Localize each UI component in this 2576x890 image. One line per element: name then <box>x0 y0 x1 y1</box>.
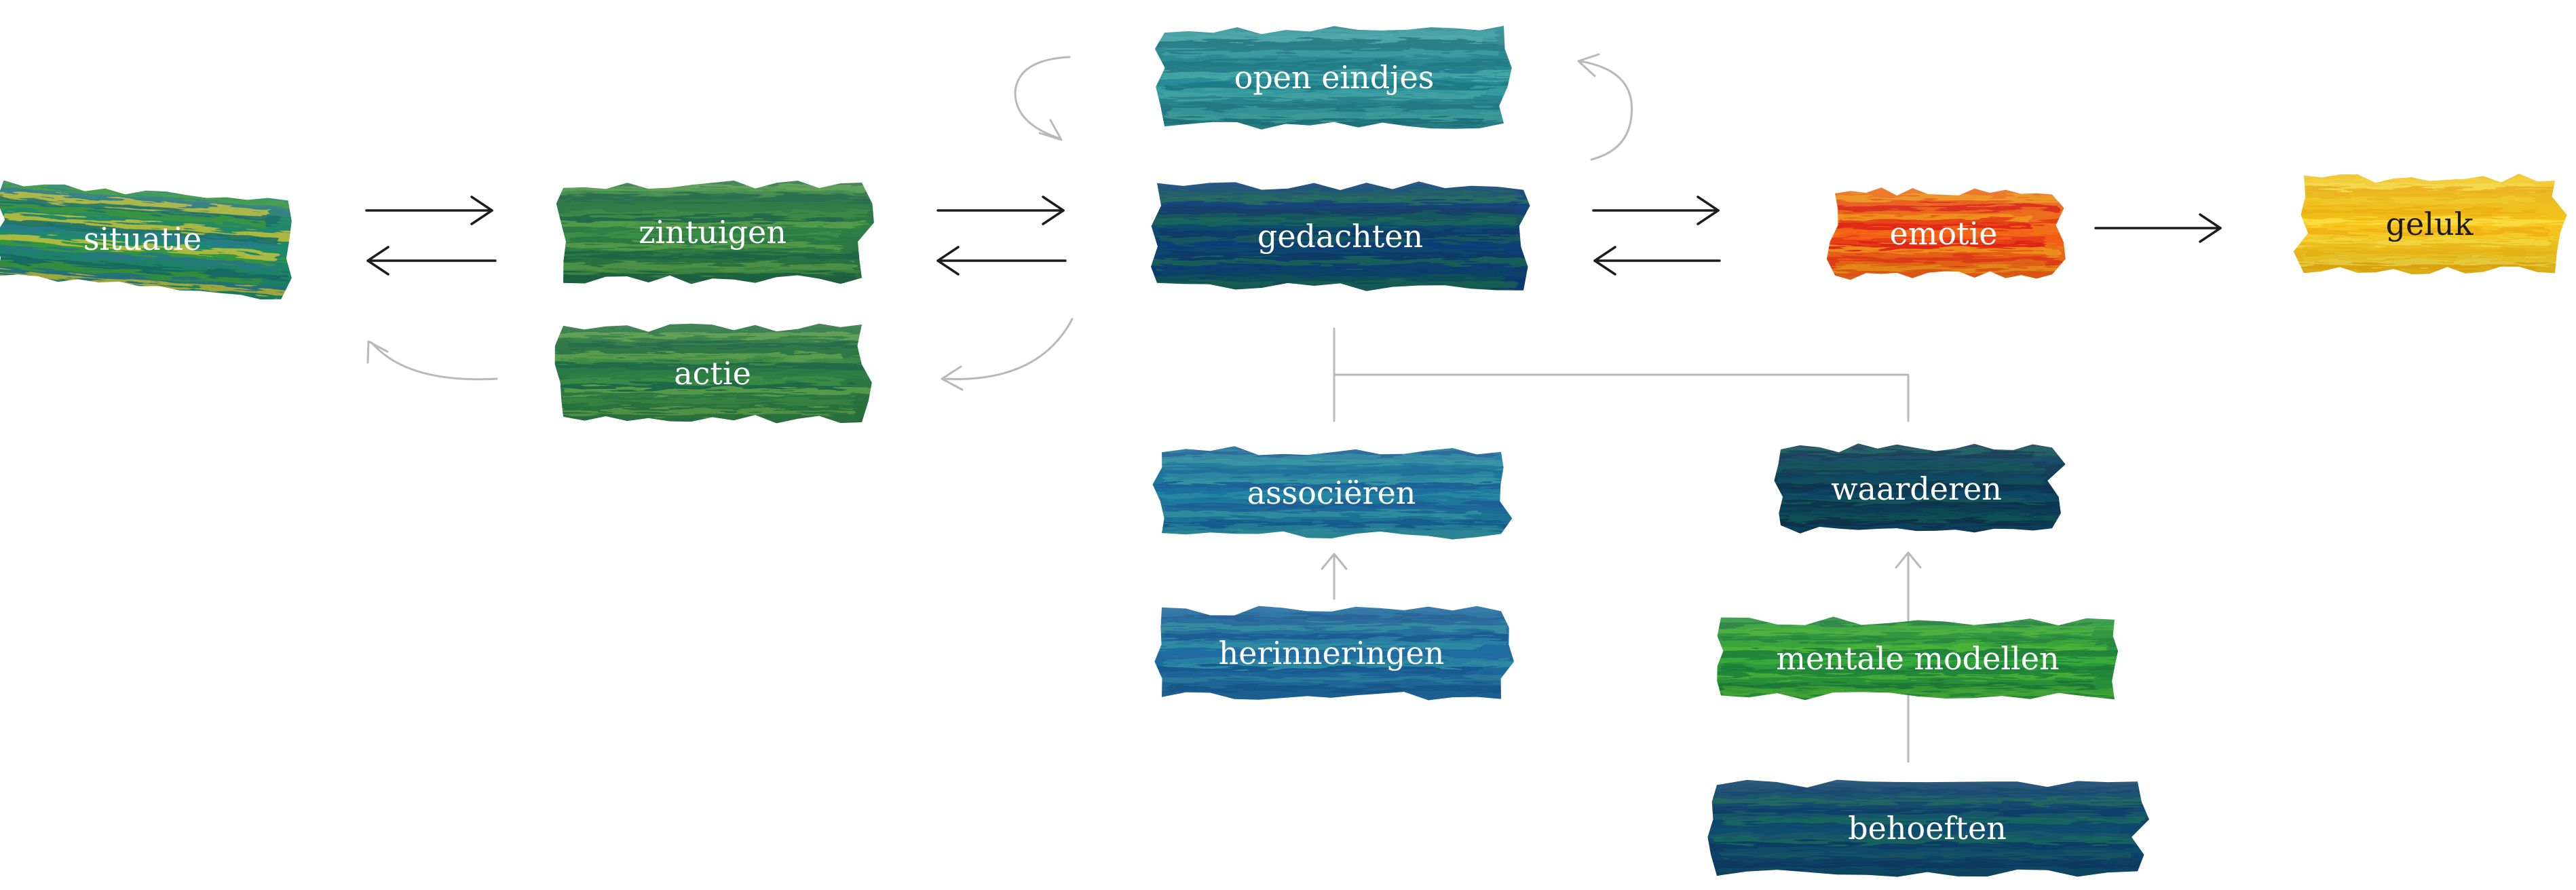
brush-stroke-herinneringen <box>1154 606 1515 701</box>
arrow-gedachten-to-actie <box>941 318 1074 391</box>
node-herinneringen: herinneringen <box>1154 606 1515 701</box>
node-associeren: associëren <box>1152 446 1513 540</box>
node-label-actie: actie <box>674 355 751 392</box>
node-label-situatie: situatie <box>83 221 202 257</box>
node-situatie: situatie <box>0 179 297 302</box>
arrow-gedachten-to-zintuigen <box>936 246 1067 276</box>
arrow-gedachten-to-emotie <box>1592 196 1720 225</box>
node-gedachten: gedachten <box>1151 181 1530 291</box>
connectors <box>365 53 2222 763</box>
node-open-eindjes: open eindjes <box>1154 26 1512 130</box>
arrow-open-eindjes-to-gedachten <box>1577 53 1633 161</box>
nodes: situatie zintuigen actie open eindjes gedach… <box>0 26 2567 877</box>
brush-stroke-associeren <box>1152 446 1513 540</box>
node-label-zintuigen: zintuigen <box>639 214 787 251</box>
brush-stroke-behoeften <box>1707 779 2150 877</box>
brush-stroke-zintuigen <box>556 180 874 284</box>
arrow-herinneringen-to-associeren <box>1321 553 1348 600</box>
node-actie: actie <box>554 323 872 424</box>
bracket-gedachten-branches <box>1333 327 1910 422</box>
node-label-associeren: associëren <box>1247 475 1416 511</box>
brush-stroke-emotie <box>1826 187 2066 280</box>
brush-stroke-mentale-modellen <box>1717 616 2119 701</box>
node-label-behoeften: behoeften <box>1848 810 2007 847</box>
node-emotie: emotie <box>1826 187 2066 280</box>
arrow-zintuigen-to-gedachten <box>936 196 1065 225</box>
arrow-emotie-to-geluk <box>2094 213 2222 243</box>
node-label-waarderen: waarderen <box>1831 470 2002 507</box>
node-mentale-modellen: mentale modellen <box>1717 616 2119 701</box>
brush-stroke-open-eindjes <box>1154 26 1512 130</box>
arrow-emotie-to-gedachten <box>1593 246 1721 276</box>
node-geluk: geluk <box>2293 173 2567 274</box>
node-waarderen: waarderen <box>1774 443 2066 534</box>
node-zintuigen: zintuigen <box>556 180 874 284</box>
brush-stroke-gedachten <box>1151 181 1530 291</box>
node-label-mentale-modellen: mentale modellen <box>1776 640 2059 677</box>
node-label-herinneringen: herinneringen <box>1219 635 1445 671</box>
node-label-open-eindjes: open eindjes <box>1234 59 1435 96</box>
brush-stroke-waarderen <box>1774 443 2066 534</box>
node-behoeften: behoeften <box>1707 779 2150 877</box>
arrow-zintuigen-to-situatie <box>366 246 497 276</box>
brush-stroke-actie <box>554 323 872 424</box>
node-label-emotie: emotie <box>1890 215 1998 252</box>
brush-stroke-geluk <box>2293 173 2567 274</box>
arrow-gedachten-to-open-eindjes <box>1014 56 1071 141</box>
node-label-gedachten: gedachten <box>1257 218 1423 255</box>
arrow-actie-to-situatie <box>366 340 498 381</box>
node-label-geluk: geluk <box>2386 206 2474 242</box>
brush-stroke-situatie <box>0 179 297 302</box>
arrow-situatie-to-zintuigen <box>365 196 493 225</box>
